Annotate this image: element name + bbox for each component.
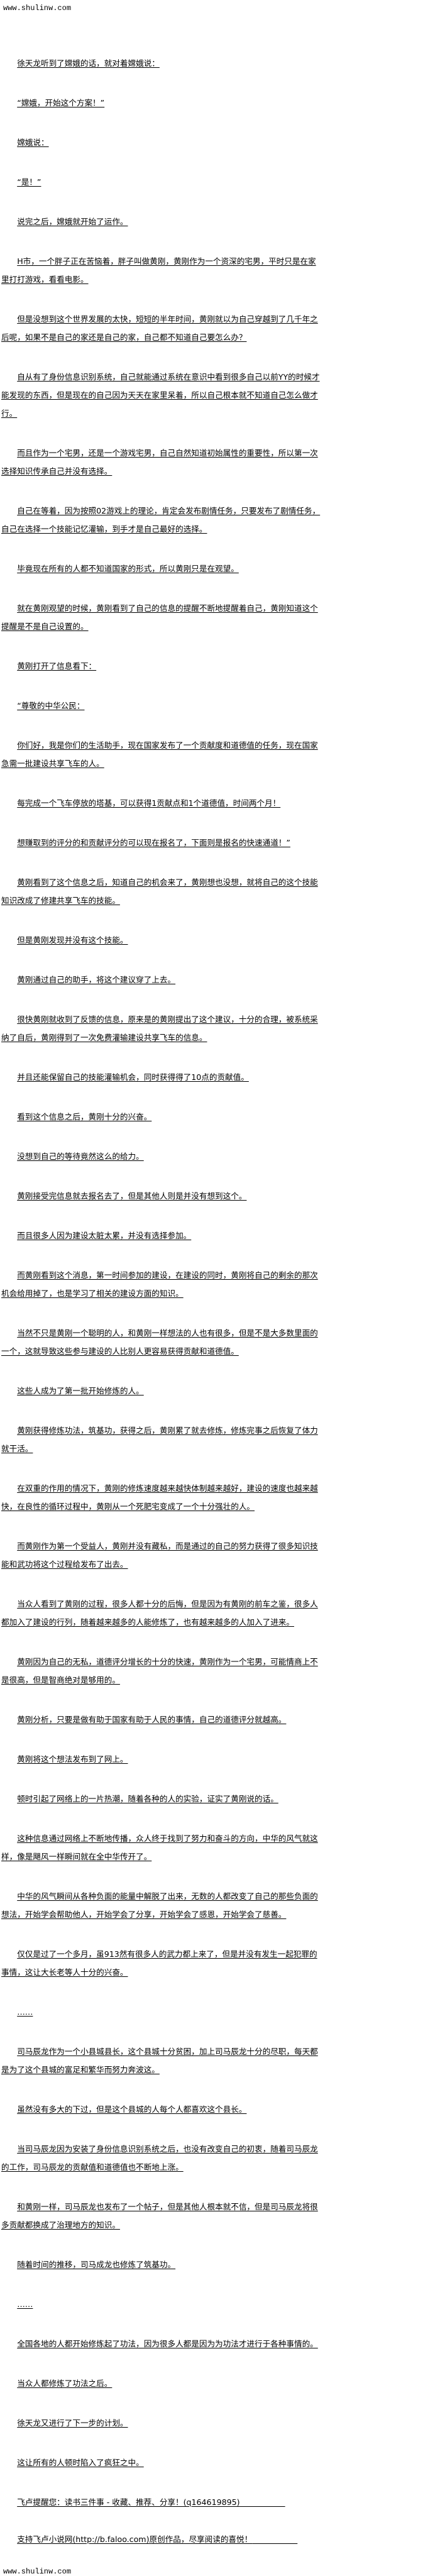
paragraph: 并且还能保留自己的技能灌输机会，同时获得得了10点的贡献值。: [17, 1072, 249, 1082]
paragraph: 你们好，我是你们的生活助手，现在国家发布了一个贡献度和道德值的任务，现在国家急需…: [1, 740, 318, 768]
paragraph: 而黄刚看到这个消息，第一时间参加的建设，在建设的同时，黄刚将自己的剩余的那次机会…: [1, 1270, 318, 1298]
paragraph: ……: [17, 2007, 33, 2017]
footer-reminder: 飞卢提醒您：读书三件事 - 收藏、推荐、分享！(q164619895): [1, 2493, 321, 2511]
paragraph: 虽然没有多大的下过，但是这个县城的人每个人都喜欢这个县长。: [17, 2105, 247, 2114]
paragraph-list: 徐天龙听到了嫦娥的话，就对着嫦娥说： “嫦娥，开始这个方案！” 嫦娥说： “是！” 说完…: [1, 54, 321, 2472]
chapter-body: 徐天龙听到了嫦娥的话，就对着嫦娥说： “嫦娥，开始这个方案！” 嫦娥说： “是！” 说完…: [1, 54, 321, 2576]
paragraph: 中华的风气瞬间从各种负面的能量中解脱了出来，无数的人都改变了自己的那些负面的想法…: [1, 1891, 318, 1919]
paragraph: 这种信息通过网络上不断地传播，众人终于找到了努力和奋斗的方向，中华的风气就这样，…: [1, 1834, 318, 1861]
paragraph: 当众人都修炼了功法之后。: [17, 2379, 113, 2388]
paragraph: 黄刚通过自己的助手，将这个建议穿了上去。: [17, 975, 176, 984]
footer-support-text: 支持飞卢小说网(http://b.faloo.com)原创作品，尽享阅读的喜悦！: [17, 2535, 253, 2544]
paragraph: 很快黄刚就收到了反馈的信息，原来是的黄刚提出了这个建议，十分的合理，被系统采纳了…: [1, 1015, 318, 1042]
paragraph: 自从有了身份信息识别系统，自己就能通过系统在意识中看到很多自己以前YY的时候才能…: [1, 372, 320, 418]
paragraph: 就在黄刚观望的时候，黄刚看到了自己的信息的提醒不断地提醒着自己，黄刚知道这个提醒…: [1, 603, 318, 631]
paragraph: 嫦娥说：: [17, 138, 49, 147]
paragraph: H市，一个胖子正在苦恼着，胖子叫做黄刚，黄刚作为一个资深的宅男，平时只是在家里打…: [1, 256, 316, 284]
paragraph: 黄刚将这个想法发布到了网上。: [17, 1754, 128, 1764]
paragraph: 而黄刚作为第一个受益人，黄刚并没有藏私，而是通过的自己的努力获得了很多知识技能和…: [1, 1541, 318, 1569]
paragraph: 但是没想到这个世界发展的太快，短短的半年时间，黄刚就以为自己穿越到了几千年之后呢…: [1, 314, 318, 342]
site-watermark-bottom: www.shulinw.com: [3, 2567, 72, 2576]
paragraph: 黄刚获得修炼功法，筑基功，获得之后，黄刚累了就去修炼，修炼完事之后恢复了体力就干…: [1, 1426, 318, 1453]
page-footer: 飞卢提醒您：读书三件事 - 收藏、推荐、分享！(q164619895) 支持飞卢…: [1, 2493, 321, 2576]
paragraph: 但是黄刚发现并没有这个技能。: [17, 935, 128, 945]
paragraph: 在双重的作用的情况下，黄刚的修炼速度越来越快体制越来越好，建设的速度也越来越快，…: [1, 1483, 318, 1511]
paragraph: 这让所有的人顿时陷入了疯狂之中。: [17, 2458, 144, 2467]
paragraph: 黄刚因为自己的无私，道德评分增长的十分的快速，黄刚作为一个宅男，可能情商上不是很…: [1, 1657, 318, 1685]
paragraph: 而且作为一个宅男，还是一个游戏宅男，自己自然知道初始属性的重要性，所以第一次选择…: [1, 448, 318, 476]
paragraph: 每完成一个飞车停放的塔基，可以获得1贡献点和1个道德值，时间两个月！: [17, 798, 281, 808]
paragraph: “尊敬的中华公民：: [17, 701, 85, 710]
footer-reminder-text: 飞卢提醒您：读书三件事 - 收藏、推荐、分享！(q164619895): [17, 2497, 240, 2507]
paragraph: 黄刚接受完信息就去报名去了，但是其他人则是并没有想到这个。: [17, 1191, 247, 1201]
paragraph: 黄刚打开了信息看下：: [17, 661, 97, 671]
footer-support-link[interactable]: 支持飞卢小说网(http://b.faloo.com)原创作品，尽享阅读的喜悦！: [1, 2530, 321, 2548]
paragraph: 黄刚看到了这个信息之后，知道自己的机会来了，黄刚想也没想，就将自己的这个技能知识…: [1, 878, 318, 905]
paragraph: 全国各地的人都开始修炼起了功法，因为很多人都是因为为功法才进行于各种事情的。: [17, 2339, 318, 2348]
paragraph: 司马辰龙作为一个小县城县长，这个县城十分贫困，加上司马辰龙十分的尽职，每天都是为…: [1, 2047, 318, 2074]
paragraph: ……: [17, 2299, 33, 2309]
paragraph: 当司马辰龙因为安装了身份信息识别系统之后，也没有改变自己的初衷，随着司马辰龙的工…: [1, 2144, 318, 2172]
paragraph: 说完之后，嫦娥就开始了运作。: [17, 217, 128, 226]
paragraph: 没想到自己的等待竟然这么的给力。: [17, 1152, 144, 1161]
site-watermark-top: www.shulinw.com: [3, 4, 72, 13]
paragraph: 徐天龙又进行了下一步的计划。: [17, 2418, 128, 2428]
paragraph: 随着时间的推移，司马成龙也修炼了筑基功。: [17, 2260, 176, 2269]
paragraph: 自己在等着，因为按照02游戏上的理论，肯定会发布剧情任务，只要发布了剧情任务，自…: [1, 506, 321, 534]
paragraph: 黄刚分析，只要是做有助于国家有助于人民的事情，自己的道德评分就越高。: [17, 1715, 287, 1724]
paragraph: 徐天龙听到了嫦娥的话，就对着嫦娥说：: [17, 58, 160, 68]
paragraph: 而且很多人因为建设太脏太累，并没有选择参加。: [17, 1231, 192, 1240]
paragraph: “是！”: [17, 177, 41, 187]
paragraph: 想赚取到的评分的和贡献评分的可以现在报名了，下面则是报名的快速通道！”: [17, 838, 290, 847]
paragraph: 当众人看到了黄刚的过程，很多人都十分的后悔，但是因为有黄刚的前车之鉴，很多人都加…: [1, 1599, 318, 1627]
paragraph: 毕竟现在所有的人都不知道国家的形式，所以黄刚只是在观望。: [17, 564, 239, 573]
paragraph: 看到这个信息之后，黄刚十分的兴奋。: [17, 1112, 152, 1121]
paragraph: 顿时引起了网络上的一片热潮，随着各种的人的实验，证实了黄刚说的话。: [17, 1794, 278, 1803]
paragraph: 仅仅是过了一个多月，虽913然有很多人的武力都上来了，但是并没有发生一起犯罪的事…: [1, 1949, 317, 1977]
paragraph: 和黄刚一样，司马辰龙也发布了一个帖子，但是其他人根本就不信，但是司马辰龙将很多贡…: [1, 2202, 318, 2230]
paragraph: 当然不只是黄刚一个聪明的人，和黄刚一样想法的人也有很多，但是不是大多数里面的一个…: [1, 1328, 318, 1356]
paragraph: “嫦娥，开始这个方案！”: [17, 98, 105, 107]
paragraph: 这些人成为了第一批开始修炼的人。: [17, 1386, 144, 1395]
